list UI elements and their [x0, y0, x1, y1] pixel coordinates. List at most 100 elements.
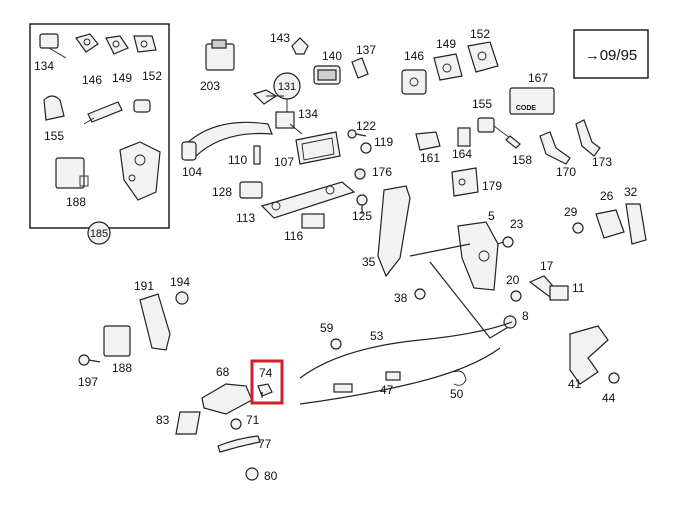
screw-29: [572, 222, 584, 234]
part-128: [239, 181, 263, 199]
screw-20: [510, 290, 522, 302]
part-134-bracket: [275, 111, 303, 135]
inset-sleeve: [133, 99, 151, 113]
label-146: 146: [404, 49, 424, 63]
plate-152: [467, 41, 499, 73]
label-41: 41: [568, 377, 582, 391]
label-125: 125: [352, 209, 372, 223]
part-8: [503, 315, 517, 329]
screw-122: [347, 129, 367, 139]
part-68: [201, 383, 253, 415]
part-158: [505, 135, 521, 149]
label-74: 74: [259, 366, 273, 380]
inset-lock-mechanism: [119, 141, 161, 201]
plate-149: [433, 53, 463, 81]
label-80: 80: [264, 469, 278, 483]
label-173: 173: [592, 155, 612, 169]
inset-cover-155: [43, 95, 65, 121]
label-197: 197: [78, 375, 98, 389]
screw-71: [230, 418, 242, 430]
label-152: 152: [470, 27, 490, 41]
part-74: [257, 383, 273, 398]
label-149-inset: 149: [112, 71, 132, 85]
label-131: 131: [278, 81, 296, 93]
label-47: 47: [380, 383, 394, 397]
screw-23: [497, 236, 514, 248]
part-77: [217, 435, 261, 453]
label-119: 119: [374, 135, 393, 149]
label-5: 5: [488, 209, 495, 223]
label-191: 191: [134, 279, 154, 293]
label-59: 59: [320, 321, 334, 335]
screw-44: [608, 372, 620, 384]
part-143: [291, 37, 309, 55]
label-83: 83: [156, 413, 170, 427]
part-110: [253, 145, 261, 165]
label-23: 23: [510, 217, 524, 231]
plate-146: [401, 69, 427, 95]
label-146-inset: 146: [82, 73, 102, 87]
part-26: [595, 209, 625, 239]
label-53: 53: [370, 329, 384, 343]
label-113: 113: [236, 211, 255, 225]
inset-key-plate-a: [75, 33, 99, 53]
label-38: 38: [394, 291, 408, 305]
label-107: 107: [274, 155, 294, 169]
part-119: [360, 142, 372, 154]
label-26: 26: [600, 189, 614, 203]
label-110: 110: [228, 153, 247, 167]
label-194: 194: [170, 275, 190, 289]
part-41: [569, 325, 609, 385]
label-35: 35: [362, 255, 376, 269]
label-170: 170: [556, 165, 576, 179]
part-170: [539, 131, 571, 165]
part-35-bracket: [377, 185, 411, 278]
label-20: 20: [506, 273, 520, 287]
label-137: 137: [356, 43, 376, 57]
part-125: [356, 194, 368, 214]
actuating-rod: [409, 243, 511, 339]
part-140: [313, 65, 341, 85]
part-137: [351, 57, 369, 79]
label-122: 122: [356, 119, 376, 133]
part-83: [175, 411, 201, 435]
date-frame: [573, 29, 649, 79]
part-203: [205, 39, 235, 71]
label-167: 167: [528, 71, 548, 85]
label-188: 188: [112, 361, 132, 375]
label-71: 71: [246, 413, 260, 427]
inset-key-plate-c: [133, 35, 157, 53]
label-161: 161: [420, 151, 440, 165]
label-11: 11: [572, 281, 585, 295]
screw-197: [78, 354, 101, 366]
cable-sleeve-b: [385, 371, 401, 381]
part-161: [415, 131, 441, 151]
code-tag-label: CODE: [516, 105, 537, 112]
screw-38: [414, 288, 426, 300]
label-188-inset: 188: [66, 195, 86, 209]
label-116: 116: [284, 229, 303, 243]
label-17: 17: [540, 259, 554, 273]
part-17-11: [528, 275, 569, 301]
door-handle-104: [181, 121, 273, 161]
key-155: [477, 117, 511, 139]
cable-53: [299, 321, 513, 379]
part-113-rod: [260, 181, 356, 219]
inset-lock-cylinder: [39, 33, 67, 59]
label-179: 179: [482, 179, 502, 193]
highlight-box-74: [250, 359, 284, 405]
label-143: 143: [270, 31, 290, 45]
inset-module-188: [55, 157, 89, 189]
part-50: [453, 370, 467, 386]
part-191: [139, 293, 171, 351]
label-29: 29: [564, 205, 578, 219]
part-164: [457, 127, 471, 147]
part-107: [295, 131, 341, 165]
inset-key-plate-b: [105, 35, 129, 55]
inset-bolt: [83, 101, 123, 125]
label-164: 164: [452, 147, 472, 161]
part-173: [575, 119, 601, 157]
inset-frame: [29, 23, 170, 229]
cable-47: [299, 347, 501, 405]
